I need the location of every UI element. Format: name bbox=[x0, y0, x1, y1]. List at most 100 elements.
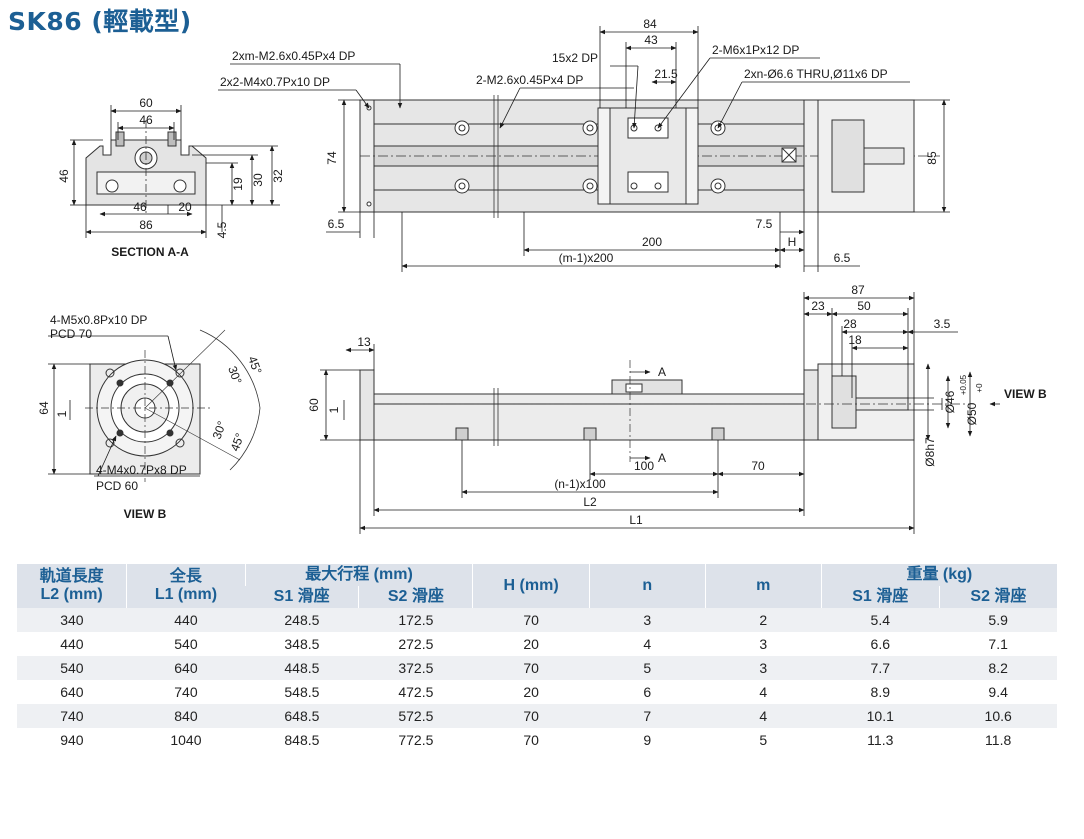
dim-6-5-left: 6.5 bbox=[328, 217, 345, 231]
cell-weight-s2: 5.9 bbox=[939, 608, 1057, 632]
cell-m: 4 bbox=[759, 684, 768, 700]
cell-n: 7 bbox=[589, 704, 706, 728]
cell-h: 70 bbox=[523, 732, 539, 748]
dim-18: 18 bbox=[848, 333, 862, 347]
cell-weight-s1: 6.6 bbox=[870, 636, 890, 652]
dim-50: 50 bbox=[857, 299, 871, 313]
dim-1-side: 1 bbox=[327, 406, 341, 413]
cell-m: 3 bbox=[705, 656, 822, 680]
dim-74: 74 bbox=[325, 151, 339, 165]
cell-weight-s2: 8.2 bbox=[939, 656, 1057, 680]
callout-m4: 2x2-M4x0.7Px10 DP bbox=[220, 75, 330, 89]
angle-45-bottom: 45° bbox=[228, 431, 247, 453]
cell-n: 9 bbox=[643, 732, 652, 748]
dim-4-5: 4.5 bbox=[215, 221, 229, 238]
dim-46-height: 46 bbox=[57, 169, 71, 183]
dim-7-5: 7.5 bbox=[756, 217, 773, 231]
dim-100: 100 bbox=[634, 459, 654, 473]
cell-h: 70 bbox=[472, 656, 590, 680]
dim-60: 60 bbox=[139, 96, 153, 110]
view-b bbox=[85, 329, 261, 482]
header-weight-s1: S1 滑座 bbox=[820, 586, 940, 608]
cell-l1: 840 bbox=[126, 704, 246, 728]
tol-upper: +0.05 bbox=[959, 374, 968, 395]
header-weight-s2: S2 滑座 bbox=[938, 586, 1057, 608]
dim-200: 200 bbox=[642, 235, 662, 249]
dim-86: 86 bbox=[139, 218, 153, 232]
header-max-stroke: 最大行程 (mm) bbox=[244, 564, 473, 586]
section-mark-top: A bbox=[658, 365, 666, 379]
cell-stroke-s1: 648.5 bbox=[245, 704, 359, 728]
tol-lower: +0 bbox=[975, 383, 984, 393]
view-b-arrow-label: VIEW B bbox=[1004, 387, 1047, 401]
cell-stroke-s1: 348.5 bbox=[284, 636, 320, 652]
callout-m5: 4-M5x0.8Px10 DP bbox=[50, 313, 147, 327]
cell-h: 20 bbox=[523, 636, 539, 652]
cell-m: 3 bbox=[759, 636, 768, 652]
top-view-dims bbox=[218, 26, 950, 272]
cell-l1: 740 bbox=[174, 684, 198, 700]
dim-64: 64 bbox=[37, 401, 51, 415]
dim-50-flange: Ø50 bbox=[965, 402, 979, 425]
dim-6-5-right: 6.5 bbox=[834, 251, 851, 265]
dim-l1: L1 bbox=[629, 513, 643, 527]
cell-stroke-s1: 848.5 bbox=[284, 732, 320, 748]
angle-30-top: 30° bbox=[225, 364, 244, 386]
cell-h: 70 bbox=[472, 704, 590, 728]
header-weight: 重量 (kg) bbox=[820, 564, 1057, 586]
view-b-label: VIEW B bbox=[124, 507, 167, 521]
callout-thru-holes: 2xn-Ø6.6 THRU,Ø11x6 DP bbox=[744, 67, 888, 81]
cell-stroke-s1: 448.5 bbox=[245, 656, 359, 680]
dim-85: 85 bbox=[925, 151, 939, 165]
dim-19: 19 bbox=[231, 177, 245, 191]
header-stroke-s2: S2 滑座 bbox=[358, 586, 473, 608]
dim-m-spacing: (m-1)x200 bbox=[559, 251, 614, 265]
cell-stroke-s2: 772.5 bbox=[398, 732, 434, 748]
cell-weight-s2: 7.1 bbox=[988, 636, 1008, 652]
cell-weight-s2: 11.8 bbox=[985, 732, 1012, 748]
cell-l1: 1040 bbox=[170, 732, 202, 748]
callout-pcd60: PCD 60 bbox=[96, 479, 138, 493]
cell-m: 5 bbox=[759, 732, 768, 748]
cell-stroke-s2: 272.5 bbox=[398, 636, 434, 652]
technical-drawing: 60 46 46 46 20 86 19 30 32 4.5 SECTION A… bbox=[37, 17, 1047, 534]
page-title: SK86 (輕載型) bbox=[8, 7, 192, 36]
cell-l2: 740 bbox=[17, 704, 127, 728]
dim-43: 43 bbox=[644, 33, 658, 47]
cell-weight-s2: 10.6 bbox=[939, 704, 1057, 728]
dim-21-5: 21.5 bbox=[654, 67, 678, 81]
cell-l2: 540 bbox=[17, 656, 127, 680]
cell-stroke-s2: 472.5 bbox=[398, 684, 434, 700]
header-n: n bbox=[588, 564, 706, 608]
side-view-dims bbox=[320, 292, 1000, 534]
dim-30: 30 bbox=[251, 173, 265, 187]
cell-stroke-s1: 548.5 bbox=[284, 684, 320, 700]
section-dims bbox=[70, 105, 280, 238]
cell-stroke-s2: 572.5 bbox=[358, 704, 473, 728]
cell-m: 2 bbox=[705, 608, 822, 632]
dim-n-spacing: (n-1)x100 bbox=[554, 477, 606, 491]
dim-87: 87 bbox=[851, 283, 865, 297]
header-m: m bbox=[704, 564, 822, 608]
callout-m4-endview: 4-M4x0.7Px8 DP bbox=[96, 463, 187, 477]
header-stroke-s1: S1 滑座 bbox=[245, 586, 359, 608]
cell-stroke-s1: 248.5 bbox=[245, 608, 359, 632]
callout-m2-6-slider: 2-M2.6x0.45Px4 DP bbox=[476, 73, 583, 87]
cell-l1: 540 bbox=[174, 636, 198, 652]
cell-stroke-s2: 172.5 bbox=[358, 608, 473, 632]
callout-pcd70: PCD 70 bbox=[50, 327, 92, 341]
dim-13: 13 bbox=[357, 335, 371, 349]
dim-46-bottom: 46 bbox=[133, 200, 147, 214]
callout-m2-6-rail: 2xm-M2.6x0.45Px4 DP bbox=[232, 49, 355, 63]
dim-46-top: 46 bbox=[139, 113, 153, 127]
dim-32: 32 bbox=[271, 169, 285, 183]
cell-l1: 640 bbox=[126, 656, 246, 680]
cell-h: 70 bbox=[472, 608, 590, 632]
cell-stroke-s2: 372.5 bbox=[358, 656, 473, 680]
dim-84: 84 bbox=[643, 17, 657, 31]
section-mark-bottom: A bbox=[658, 451, 666, 465]
